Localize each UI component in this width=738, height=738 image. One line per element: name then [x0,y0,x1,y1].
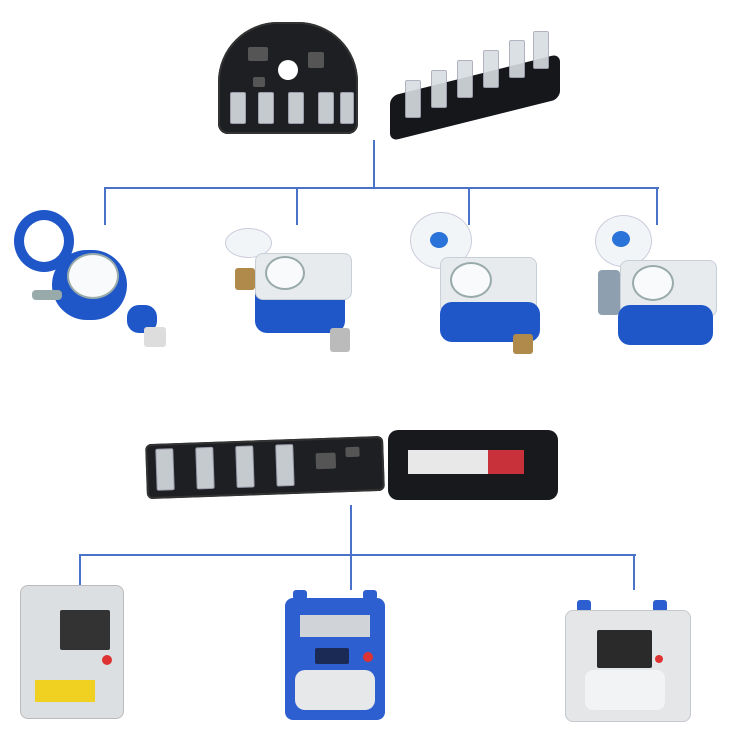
connector-trunk-top [373,140,375,189]
counter-register-module [388,420,563,505]
connector-bus-bottom [79,554,636,556]
gas-meter-2 [285,590,387,722]
strip-pcb-module [145,435,385,500]
terminal-block-module [385,25,567,142]
connector-drop [296,187,298,225]
water-meter-2 [220,228,355,355]
water-meter-1 [12,205,172,355]
connector-drop [104,187,106,225]
connector-drop [468,187,470,225]
connector-bus-top [104,187,659,189]
connector-drop [79,554,81,590]
gas-meter-1 [20,585,125,720]
connector-trunk-bottom [350,505,352,556]
water-meter-3 [405,212,550,357]
connector-drop [633,554,635,590]
round-pcb-module [218,22,358,134]
gas-meter-3 [565,600,693,722]
connector-drop [656,187,658,225]
water-meter-4 [590,215,725,355]
connector-drop [350,554,352,590]
